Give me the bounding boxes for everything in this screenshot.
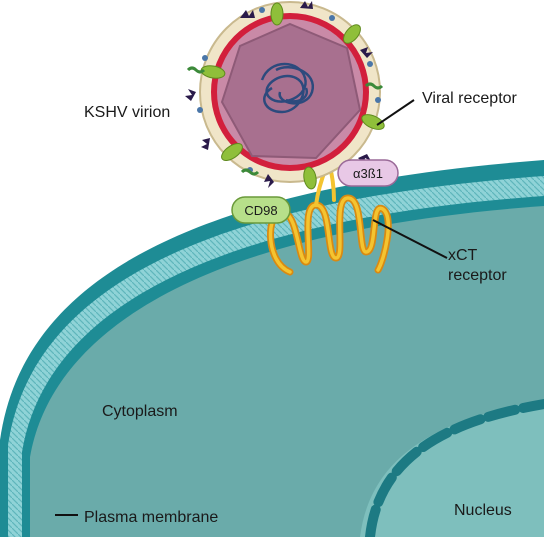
integrin-receptor: α3ß1 [337, 159, 399, 187]
nuclear-envelope [365, 399, 544, 537]
nucleus-label: Nucleus [454, 502, 512, 519]
capsid [220, 22, 362, 160]
xct-label-line1: xCT [448, 247, 478, 264]
plasma-membrane-label: Plasma membrane [84, 509, 218, 526]
cytoplasm-label: Cytoplasm [102, 403, 178, 420]
virion-label: KSHV virion [84, 104, 170, 121]
envelope-green-squiggles [186, 66, 384, 176]
cd98-receptor: CD98 [231, 196, 291, 224]
nucleus-body [360, 400, 544, 537]
cd98-label: CD98 [244, 203, 277, 218]
xct-receptor [267, 164, 392, 276]
nucleus [360, 399, 544, 537]
glycoproteins [200, 2, 385, 190]
integrin-label: α3ß1 [353, 166, 383, 181]
xct-label-line2: receptor [448, 267, 507, 284]
envelope-spikes [185, 1, 373, 188]
kshv-virion [185, 1, 385, 190]
viral-dna [260, 62, 315, 114]
callout-lines [55, 99, 448, 516]
viral-receptor-label: Viral receptor [422, 90, 518, 107]
